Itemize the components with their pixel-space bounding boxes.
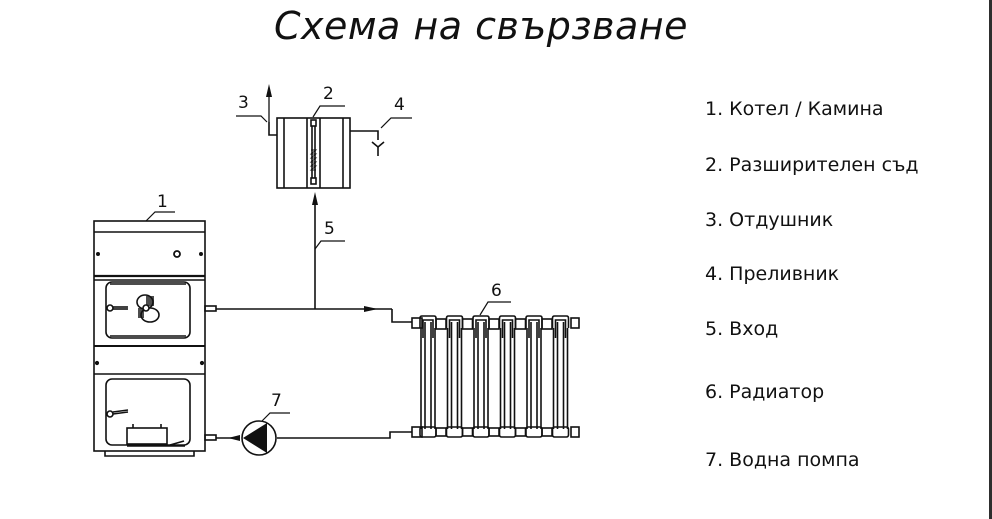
radiator-section: [472, 315, 500, 438]
radiator-section: [445, 315, 474, 438]
legend-item-boiler: 1. Котел / Камина: [705, 98, 884, 120]
label-radiator: 6: [491, 281, 502, 301]
flow-arrow-icon: [364, 306, 378, 312]
return-pipe: [216, 431, 412, 441]
radiator-section: [419, 315, 447, 438]
radiator-section: [551, 315, 570, 438]
label-boiler: 1: [157, 192, 168, 212]
radiator-connector: [411, 317, 423, 329]
water-pump: [241, 420, 277, 456]
legend-item-inlet: 5. Вход: [705, 318, 779, 340]
radiator-section: [525, 315, 553, 438]
label-expansion-tank: 2: [323, 84, 334, 104]
expansion-tank: [266, 84, 385, 189]
label-overflow: 4: [394, 95, 405, 115]
legend-item-overflow: 4. Преливник: [705, 263, 840, 285]
radiator-section: [498, 315, 527, 438]
legend-item-expansion-tank: 2. Разширителен съд: [705, 154, 919, 176]
supply-pipe: [216, 192, 412, 323]
arrow-up-icon: [312, 192, 318, 205]
diagram-title: Схема на свързване: [273, 4, 688, 48]
label-vent: 3: [238, 93, 249, 113]
label-inlet: 5: [324, 219, 335, 239]
radiator: [411, 315, 580, 438]
boiler: [93, 220, 217, 457]
air-regulator-icon: [136, 294, 160, 323]
pump-triangle-icon: [243, 423, 267, 453]
right-border: [989, 0, 992, 519]
legend-item-radiator: 6. Радиатор: [705, 381, 825, 403]
label-pump: 7: [271, 391, 282, 411]
legend-item-pump: 7. Водна помпа: [705, 449, 860, 471]
legend-item-vent: 3. Отдушник: [705, 209, 834, 231]
vent-arrow-icon: [266, 84, 272, 97]
